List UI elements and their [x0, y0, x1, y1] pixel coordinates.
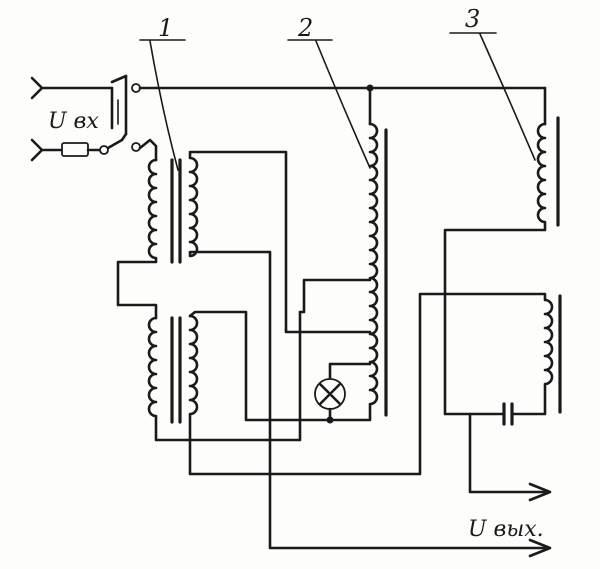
resistor	[61, 142, 89, 157]
t1-primary-lower-coil	[147, 310, 302, 442]
label-1: 1	[139, 14, 186, 171]
output-arrow-lower	[528, 538, 552, 558]
transformer-3	[443, 86, 562, 416]
input-terminals	[30, 76, 114, 162]
label-3-leader	[449, 32, 536, 161]
label-3: 3	[449, 5, 536, 161]
input-terminal-top	[30, 76, 44, 100]
switch-top-link	[110, 74, 128, 84]
capacitor-left-wire	[443, 292, 506, 416]
t1-secondary-lower-top-wire	[188, 310, 332, 422]
t2-winding	[328, 122, 379, 422]
output-voltage-label: U вых.	[468, 517, 544, 542]
input-voltage-label: U вх	[48, 109, 99, 134]
transformer-1	[116, 138, 550, 550]
t2-tap-upper	[298, 278, 372, 314]
capacitor	[443, 292, 550, 494]
input-terminal-bottom	[30, 138, 44, 162]
t2-tap-lamp	[328, 362, 372, 380]
indicator-lamp	[314, 378, 346, 424]
t1-primary-upper-coil	[116, 158, 158, 320]
label-1-leader	[139, 39, 186, 171]
label-1-text: 1	[158, 14, 173, 42]
output-wire-upper	[468, 412, 550, 494]
switch-lever	[106, 132, 128, 150]
t2-tap-middle	[284, 328, 372, 334]
output-arrow-upper	[528, 482, 552, 502]
lamp-cross	[318, 382, 342, 406]
label-2-leader	[287, 39, 371, 169]
transformer-2	[284, 86, 388, 422]
t1-secondary-lower-coil	[188, 292, 447, 476]
switch-contact-bottom	[131, 142, 141, 152]
switch-contact-left	[99, 145, 109, 155]
label-3-text: 3	[465, 5, 480, 33]
junction-dot-lamp	[326, 416, 334, 424]
t3-lower-coil	[443, 292, 554, 416]
t1-lead-in	[138, 138, 158, 162]
t1-secondary-upper-coil	[188, 150, 550, 550]
label-2-text: 2	[297, 14, 313, 42]
t3-upper-coil	[443, 122, 547, 296]
label-2: 2	[287, 14, 371, 169]
switch	[99, 74, 141, 155]
